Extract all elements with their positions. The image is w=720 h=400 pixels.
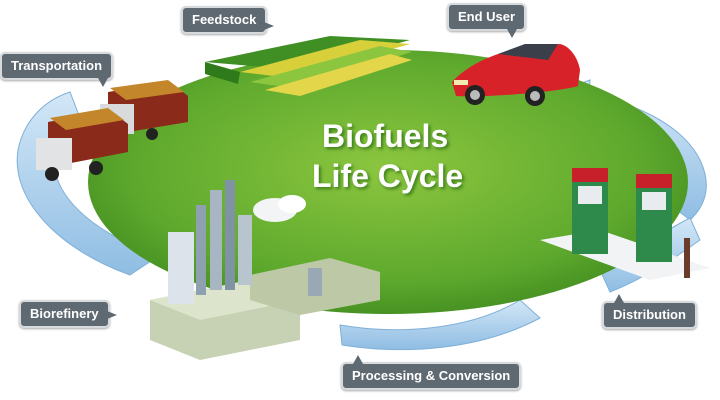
- stage-label-processing: Processing & Conversion: [341, 355, 522, 390]
- sports-car-icon: [452, 44, 580, 106]
- stage-label-biorefinery: Biorefinery: [19, 300, 117, 328]
- stage-label-end-user: End User: [447, 3, 527, 38]
- stage-label-feedstock: Feedstock: [181, 6, 275, 34]
- biorefinery-icon: [150, 180, 380, 360]
- crop-field-icon: [205, 36, 412, 96]
- fuel-pump-icon: [540, 168, 710, 280]
- stage-label-distribution: Distribution: [602, 294, 697, 329]
- truck-icon: [36, 80, 188, 181]
- stage-label-transportation: Transportation: [0, 52, 114, 87]
